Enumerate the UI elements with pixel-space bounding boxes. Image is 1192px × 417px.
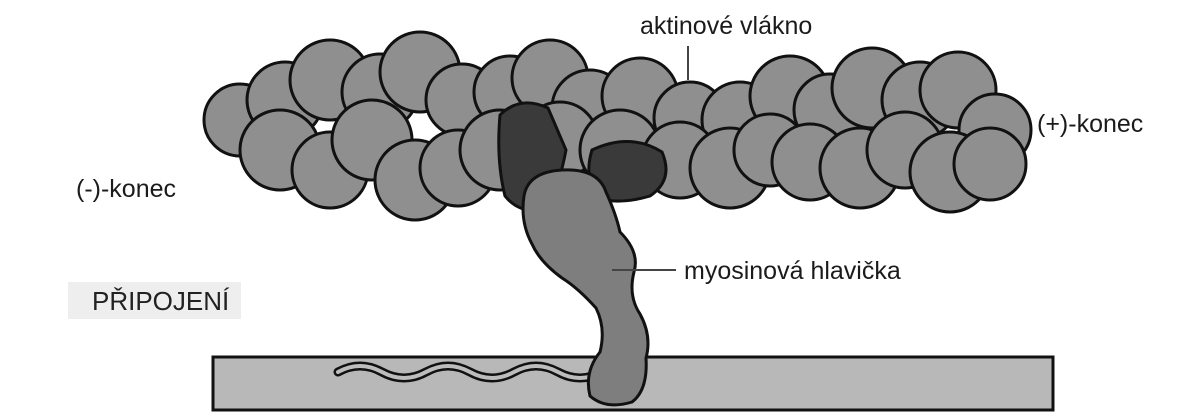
myosin-head-label: myosinová hlavička <box>684 259 901 284</box>
minus-end-label: (-)-konec <box>76 177 176 202</box>
actin-subunit <box>954 128 1026 200</box>
actin-filament-label: aktinové vlákno <box>640 14 812 39</box>
stage-label: PŘIPOJENÍ <box>68 282 241 319</box>
plus-end-label: (+)-konec <box>1037 112 1143 137</box>
